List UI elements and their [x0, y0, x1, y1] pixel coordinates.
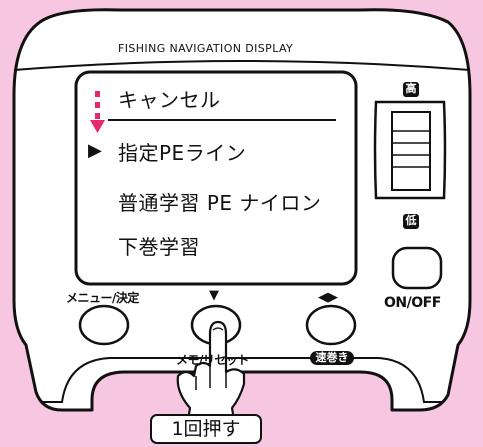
onoff-button[interactable] — [393, 248, 441, 288]
onoff-button-shape — [391, 246, 443, 290]
memo-reset-label: メモ/リセット — [176, 353, 249, 367]
menu-item-bottom-winding-learning[interactable]: 下巻学習 — [118, 235, 200, 259]
press-once-callout: 1回押す — [150, 414, 262, 444]
speed-low-badge: 低 — [403, 214, 419, 229]
down-arrow-icon: ▼ — [209, 288, 219, 303]
brand-band-curve — [13, 60, 471, 71]
fast-wind-label: 速巻き — [310, 351, 354, 365]
fast-wind-button-shape — [305, 304, 357, 346]
memo-reset-button[interactable] — [192, 306, 240, 344]
menu-decide-button-shape — [78, 304, 130, 346]
speed-wheel — [373, 100, 447, 200]
selection-cursor-icon: ▶ — [88, 140, 102, 161]
menu-decide-label: メニュー/決定 — [66, 291, 139, 305]
onoff-label: ON/OFF — [384, 295, 441, 311]
menu-item-cancel[interactable]: キャンセル — [118, 88, 221, 112]
scroll-down-indicator — [90, 91, 105, 133]
device-title: FISHING NAVIGATION DISPLAY — [118, 42, 294, 55]
device-inner-notch — [42, 357, 444, 403]
fast-wind-button[interactable] — [307, 306, 355, 344]
left-right-arrows-icon: ◀▶ — [318, 290, 338, 305]
lcd-screen — [74, 70, 358, 286]
menu-item-normal-learning[interactable]: 普通学習 PE ナイロン — [118, 191, 322, 215]
menu-decide-button[interactable] — [80, 306, 128, 344]
pressing-hand-icon — [176, 320, 246, 422]
speed-high-badge: 高 — [403, 82, 419, 97]
menu-item-specified-pe-line[interactable]: 指定PEライン — [118, 141, 247, 165]
